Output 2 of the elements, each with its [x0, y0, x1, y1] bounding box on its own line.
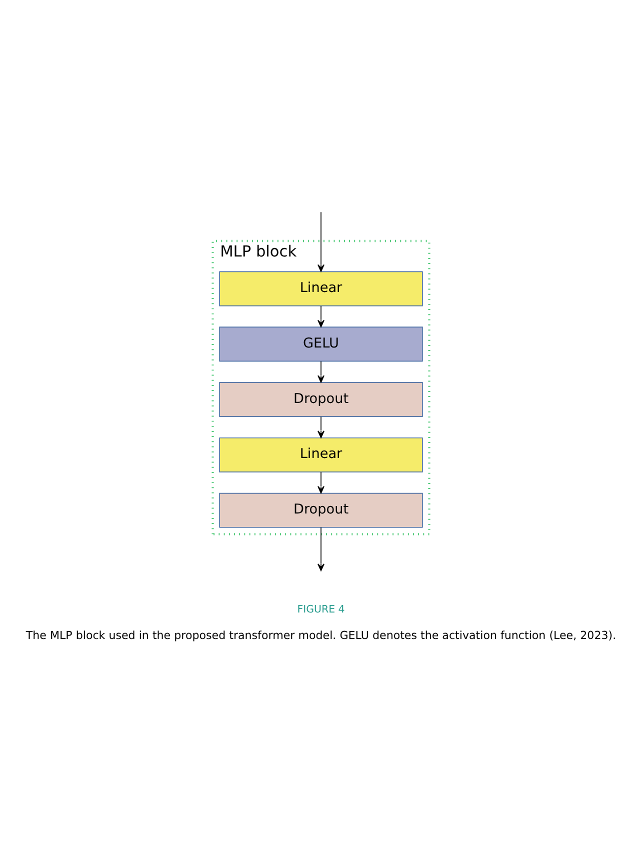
label: FIGURE 4 [297, 604, 345, 615]
caption: The MLP block used in the proposed transformer model. GELU denotes the activation function (Lee, 2023). [26, 628, 616, 642]
